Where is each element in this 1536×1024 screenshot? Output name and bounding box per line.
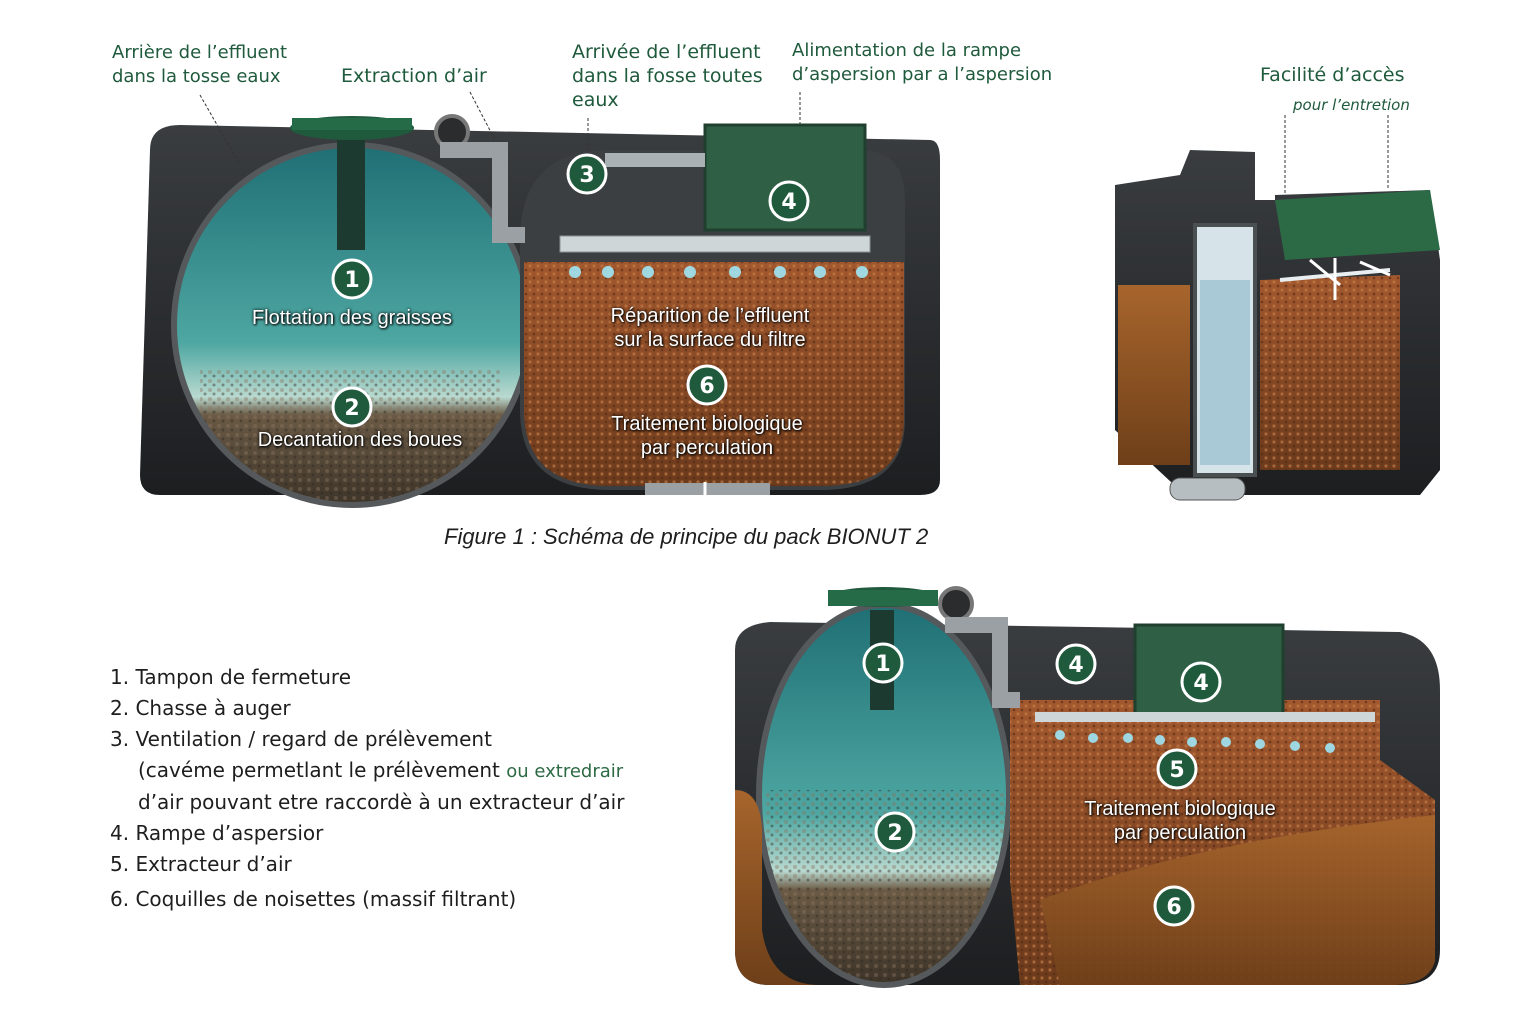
legend-item-3-cont-a: (cavéme permetlant le prélèvement (138, 758, 500, 782)
badge-2-text: 2 (344, 396, 359, 421)
legend-item-3-cont-b: d’air pouvant etre raccordè à un extract… (138, 790, 625, 814)
legend-item-5: 5. Extracteur d’air (110, 852, 292, 876)
fig2-label-traitement-line2: par perculation (1113, 822, 1247, 844)
tank-diagram-detailed (735, 586, 1440, 988)
label-reparition: Réparition de l’effluent sur la surface … (580, 304, 840, 352)
label-decantation: Decantation des boues (257, 429, 463, 451)
callout-facilite-sub: pour l’entretion (1293, 96, 1410, 114)
callout-extraction: Extraction d’air (341, 65, 487, 87)
label-reparition-line2: sur la surface du filtre (614, 329, 806, 351)
legend-item-3-cont: (cavéme permetlant le prélèvement ou ext… (110, 755, 710, 787)
badge-4 (768, 180, 810, 222)
label-flottation: Flottation des graisses (251, 307, 453, 329)
legend-item-6: 6. Coquilles de noisettes (massif filtra… (110, 887, 517, 911)
badge-2 (331, 386, 373, 428)
legend-item-1: 1. Tampon de fermeture (110, 665, 352, 689)
callout-arrivee-line1: Arrivée de l’effluent (572, 41, 761, 63)
fig2-badge-6: 6 (1166, 895, 1181, 920)
legend-item-4: 4. Rampe d’aspersior (110, 821, 324, 845)
fig2-label-traitement-line1: Traitement biologique (1084, 798, 1276, 820)
callout-arrivee: Arrivée de l’effluent dans la fosse tout… (572, 40, 763, 112)
badge-3-text: 3 (579, 163, 594, 188)
callout-alimentation-line1: Alimentation de la rampe (792, 40, 1022, 61)
callout-alimentation-line2: d’aspersion par a l’aspersion (792, 64, 1053, 85)
legend-list: 1. Tampon de fermeture 2. Chasse à auger… (110, 662, 710, 915)
fig2-badge-4b: 4 (1193, 671, 1208, 696)
label-reparition-line1: Réparition de l’effluent (610, 305, 810, 327)
badge-3 (566, 153, 608, 195)
legend-item-3: 3. Ventilation / regard de prélèvement (110, 727, 492, 751)
spray-nozzles (569, 266, 868, 278)
callout-arriere-line2: dans la tosse eaux (112, 66, 281, 87)
callout-arrivee-line2: dans la fosse toutes (572, 65, 763, 87)
fig2-badge-2: 2 (887, 821, 902, 846)
fig2-badge-5: 5 (1169, 758, 1184, 783)
badge-1-text: 1 (344, 268, 359, 293)
figure-caption: Figure 1 : Schéma de principe du pack BI… (444, 524, 929, 549)
callout-arriere-line1: Arrière de l’effluent (112, 42, 288, 63)
callout-arrivee-line3: eaux (572, 89, 619, 111)
fig2-badge-4a: 4 (1068, 653, 1083, 678)
badge-4-text: 4 (781, 190, 796, 215)
callout-alimentation: Alimentation de la rampe d’aspersion par… (792, 39, 1052, 87)
legend-item-3-cont-green: ou extredrair (506, 761, 624, 782)
badge-1 (331, 258, 373, 300)
legend-item-2: 2. Chasse à auger (110, 696, 291, 720)
cutaway-diagram (1115, 150, 1440, 501)
label-traitement: Traitement biologique par perculation (580, 412, 834, 460)
fig2-label-traitement: Traitement biologique par perculation (1060, 797, 1300, 845)
spray-bar (559, 235, 871, 253)
badge-6-text: 6 (699, 374, 714, 399)
label-traitement-line2: par perculation (640, 437, 774, 459)
callout-arriere: Arrière de l’effluent dans la tosse eaux (112, 41, 287, 89)
callout-facilite-title: Facilité d’accès (1260, 64, 1405, 86)
fig2-badge-1: 1 (875, 652, 890, 677)
badge-6 (686, 364, 728, 406)
label-traitement-line1: Traitement biologique (611, 413, 803, 435)
